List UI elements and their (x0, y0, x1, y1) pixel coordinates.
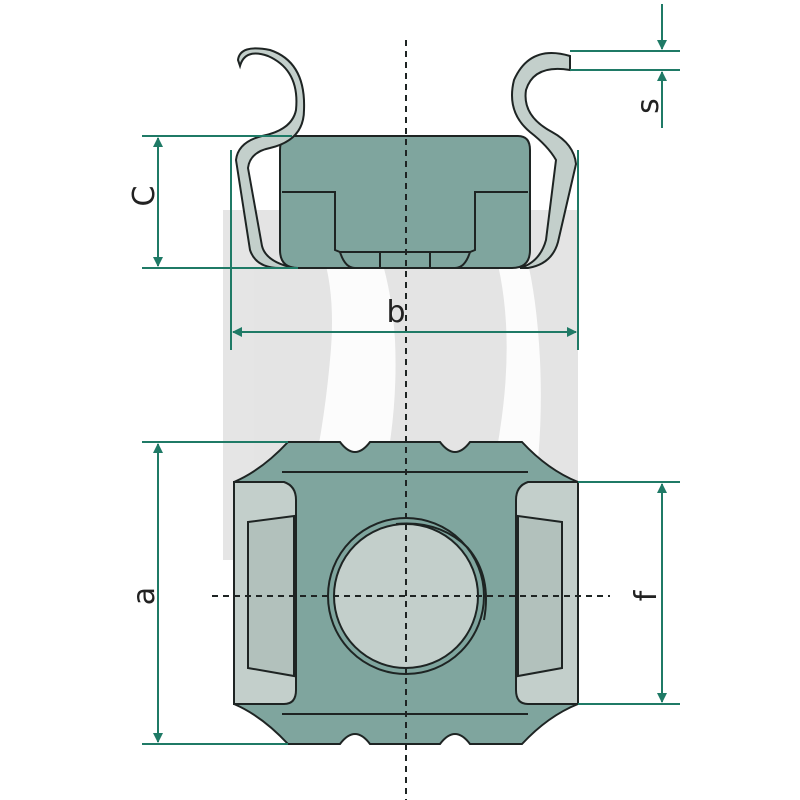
centerlines (212, 40, 610, 800)
right-clip-side (511, 52, 578, 269)
dimension-label-a: a (127, 587, 162, 605)
dimension-label-c: C (127, 186, 162, 207)
dimension-label-b: b (386, 295, 405, 330)
side-view (234, 47, 578, 269)
dimension-lines (142, 4, 680, 745)
dimension-label-s: s (631, 98, 666, 114)
dimension-label-f: f (629, 589, 664, 601)
